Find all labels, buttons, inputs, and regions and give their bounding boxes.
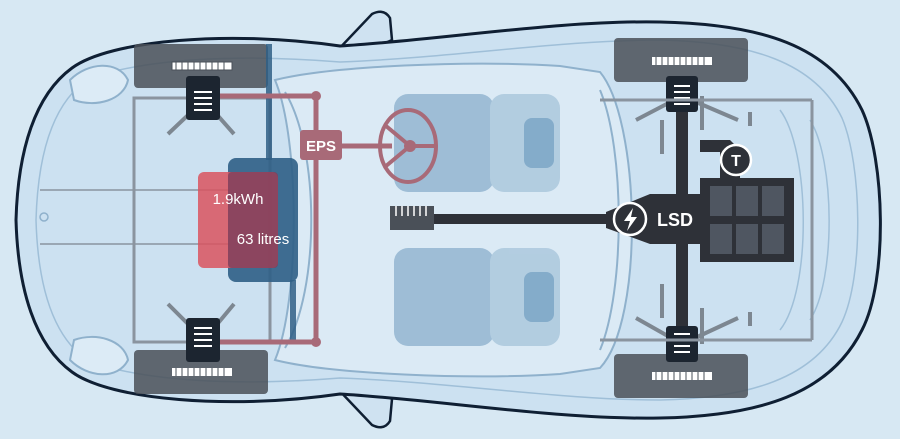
body-inner-line [35,39,859,401]
steering-joint-bottom [311,337,321,347]
steering-wheel-icon [378,108,438,184]
wheel-rear-right [614,354,748,398]
eps-label: EPS [306,138,336,155]
rear-deck-2 [809,119,830,321]
engine-cylinders [710,186,784,254]
tank-filler-line [266,44,272,160]
seat-passenger [394,248,560,346]
rear-suspension-bottom [635,284,752,362]
wheel-front-right [134,350,268,394]
drivetrain: LSD T [390,86,794,354]
turbo-label: T [731,153,741,170]
headlight-bottom [68,335,130,376]
seat-driver [394,94,560,192]
wheel-rear-left [614,38,748,82]
tank-capacity-label: 63 litres [237,231,290,248]
headlight-top [68,64,130,105]
wheel-front-left [134,44,268,88]
prop-shaft [434,214,610,224]
battery-capacity-label: 1.9kWh [213,191,264,208]
turbo-icon [719,143,753,177]
lsd-label: LSD [657,210,693,230]
front-suspension-bottom [166,302,236,362]
eps-box [300,130,342,160]
battery-tank-overlap [228,172,278,268]
rear-subframe [600,98,814,342]
lightning-bolt-icon [624,208,637,231]
tank-filler-line-2 [290,280,296,342]
rear-suspension-top [635,76,752,154]
front-suspension-top [166,76,236,136]
windshield [284,91,313,349]
front-badge [39,212,49,222]
rear-deck [779,109,804,331]
steering-joint-top [311,91,321,101]
